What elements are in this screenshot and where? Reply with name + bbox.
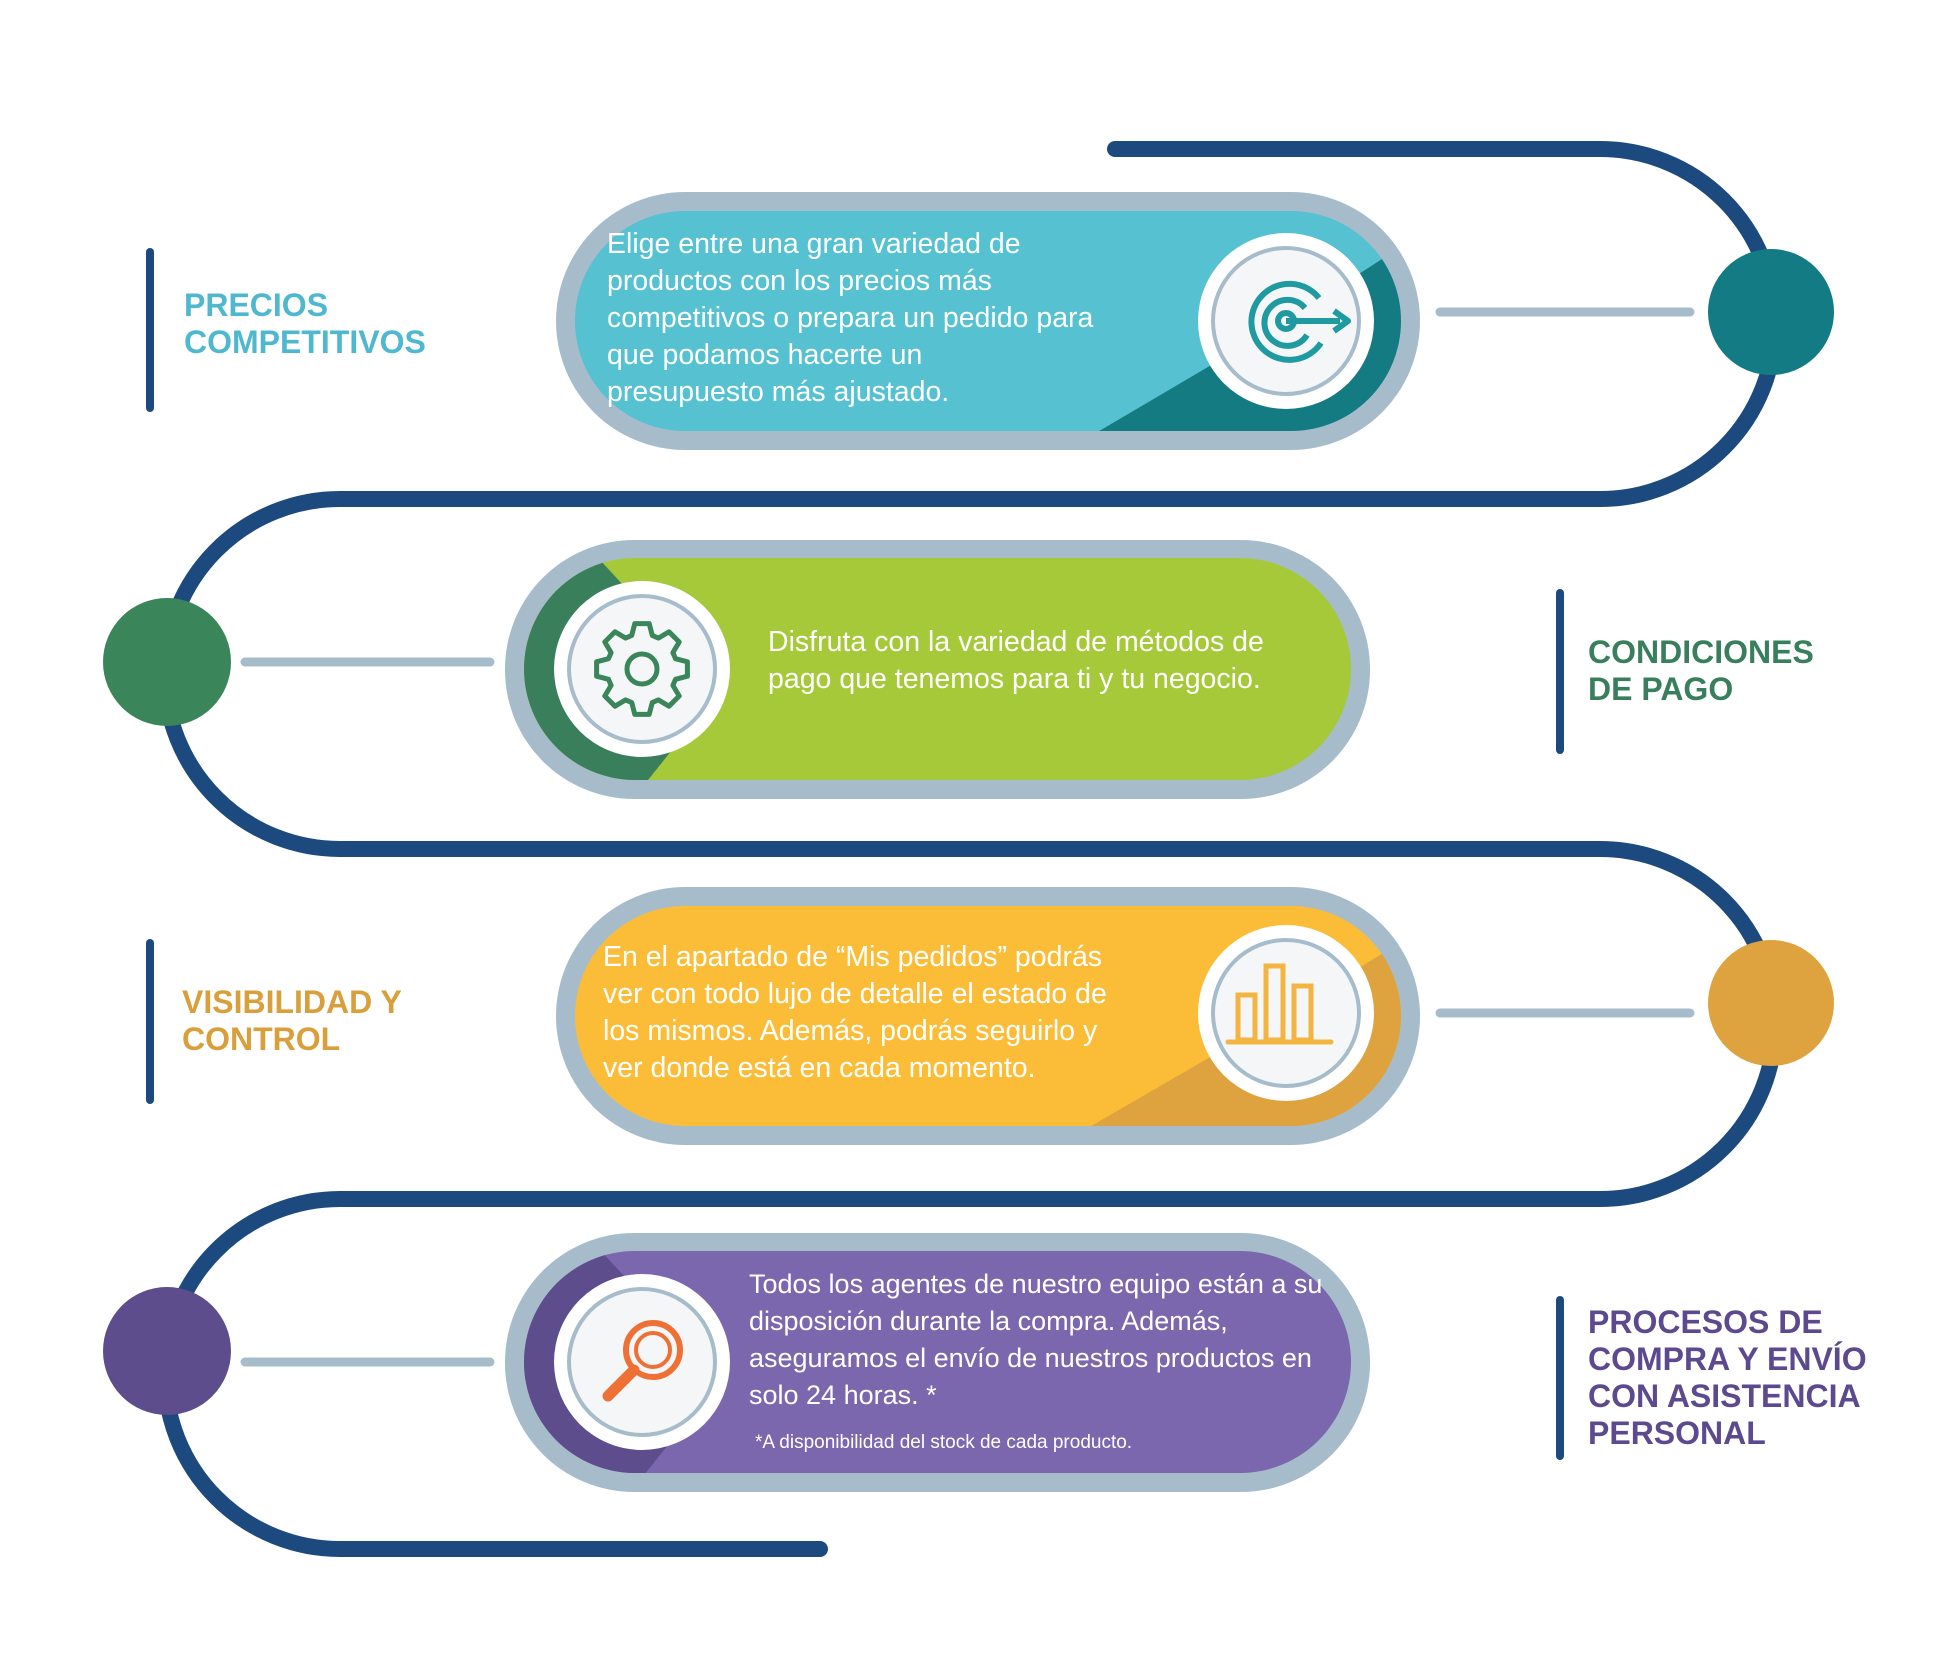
text-line: disposición durante la compra. Además,: [749, 1306, 1228, 1336]
step-2-description: Disfruta con la variedad de métodos de p…: [768, 624, 1264, 698]
title-line: COMPRA Y ENVÍO: [1588, 1341, 1867, 1377]
step-3: [146, 887, 1834, 1145]
step-3-title: VISIBILIDAD Y CONTROL: [182, 984, 402, 1058]
step-4: [103, 1233, 1564, 1492]
title-line: VISIBILIDAD Y: [182, 984, 402, 1020]
step-1: [146, 192, 1834, 450]
text-line: solo 24 horas. *: [749, 1380, 937, 1410]
winding-path: [157, 141, 1783, 1557]
search-icon: [602, 1320, 683, 1402]
text-line: productos con los precios más: [607, 265, 992, 297]
icon-ring-inner: [567, 594, 717, 744]
step-dot: [1708, 940, 1834, 1066]
icon-ring-inner: [1211, 938, 1361, 1088]
target-icon: [1248, 280, 1351, 363]
text-line: competitivos o prepara un pedido para: [607, 302, 1094, 334]
title-line: COMPETITIVOS: [184, 324, 426, 360]
title-line: CON ASISTENCIA: [1588, 1378, 1861, 1414]
step-4-title: PROCESOS DE COMPRA Y ENVÍO CON ASISTENCI…: [1588, 1304, 1867, 1452]
title-line: PERSONAL: [1588, 1415, 1766, 1451]
step-1-title: PRECIOS COMPETITIVOS: [184, 287, 426, 361]
text-line: Todos los agentes de nuestro equipo está…: [749, 1269, 1323, 1299]
text-line: pago que tenemos para ti y tu negocio.: [768, 663, 1261, 695]
step-4-description: Todos los agentes de nuestro equipo está…: [749, 1266, 1322, 1414]
title-line: PRECIOS: [184, 287, 329, 323]
step-3-description: En el apartado de “Mis pedidos” podrás v…: [603, 939, 1107, 1087]
step-dot: [1708, 249, 1834, 375]
text-line: ver donde está en cada momento.: [603, 1052, 1036, 1084]
step-2: [103, 540, 1564, 799]
text-line: Disfruta con la variedad de métodos de: [768, 626, 1264, 658]
text-line: En el apartado de “Mis pedidos” podrás: [603, 941, 1103, 973]
text-line: aseguramos el envío de nuestros producto…: [749, 1343, 1312, 1373]
title-line: PROCESOS DE: [1588, 1304, 1823, 1340]
text-line: Elige entre una gran variedad de: [607, 228, 1021, 260]
title-line: CONDICIONES: [1588, 634, 1814, 670]
title-line: CONTROL: [182, 1021, 341, 1057]
step-2-title: CONDICIONES DE PAGO: [1588, 634, 1814, 708]
text-line: presupuesto más ajustado.: [607, 376, 950, 408]
text-line: que podamos hacerte un: [607, 339, 923, 371]
gear-icon: [594, 621, 690, 717]
bar-chart-icon: [1225, 963, 1334, 1045]
step-4-footnote: *A disponibilidad del stock de cada prod…: [755, 1432, 1133, 1453]
step-dot: [103, 1287, 231, 1415]
title-line: DE PAGO: [1588, 671, 1734, 707]
text-line: ver con todo lujo de detalle el estado d…: [603, 978, 1107, 1010]
step-1-description: Elige entre una gran variedad de product…: [607, 226, 1093, 411]
text-line: los mismos. Además, podrás seguirlo y: [603, 1015, 1098, 1047]
step-dot: [103, 598, 231, 726]
